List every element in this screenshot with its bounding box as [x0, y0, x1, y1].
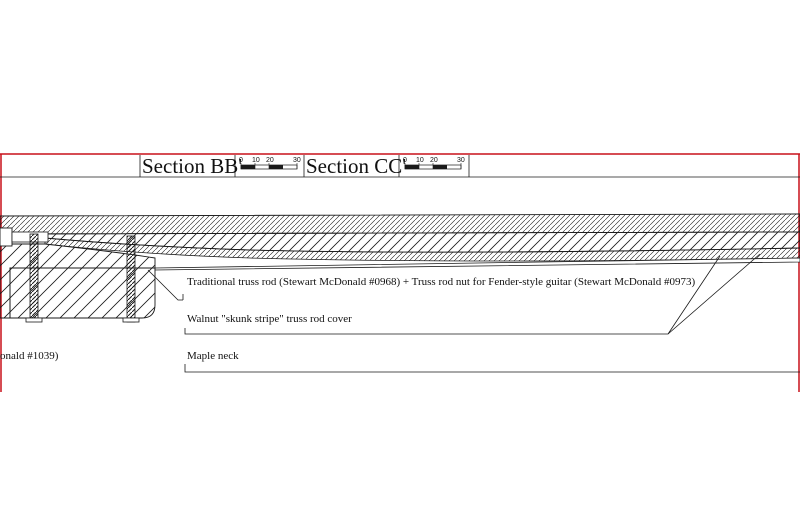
scale-cc-tick-20: 20	[430, 157, 438, 164]
section-bb-title: Section BB'	[142, 154, 243, 178]
scale-bb-tick-30: 30	[293, 157, 301, 164]
scale-bb-tick-0: 0	[239, 157, 243, 164]
callout-skunk-stripe: Walnut "skunk stripe" truss rod cover	[187, 313, 352, 325]
scale-bb-tick-10: 10	[252, 157, 260, 164]
body-block-section	[9, 267, 156, 319]
truss-rod-nut	[0, 227, 13, 247]
scale-bar-bb	[240, 163, 298, 170]
neck-screw-2	[122, 235, 140, 323]
truss-rod-channel	[44, 237, 800, 262]
neck-screw-1	[25, 233, 43, 323]
scale-bar-cc	[404, 163, 462, 170]
scale-cc-tick-10: 10	[416, 157, 424, 164]
leader-lines	[147, 253, 800, 373]
scale-cc-tick-0: 0	[403, 157, 407, 164]
callout-maple-neck: Maple neck	[187, 350, 239, 362]
scale-cc-tick-30: 30	[457, 157, 465, 164]
fretboard-section	[0, 213, 800, 235]
title-block	[0, 155, 800, 178]
callout-partial-left: onald #1039)	[0, 350, 59, 362]
section-cc-title: Section CC'	[306, 154, 407, 178]
scale-bb-tick-20: 20	[266, 157, 274, 164]
callout-truss-rod: Traditional truss rod (Stewart McDonald …	[187, 276, 696, 288]
